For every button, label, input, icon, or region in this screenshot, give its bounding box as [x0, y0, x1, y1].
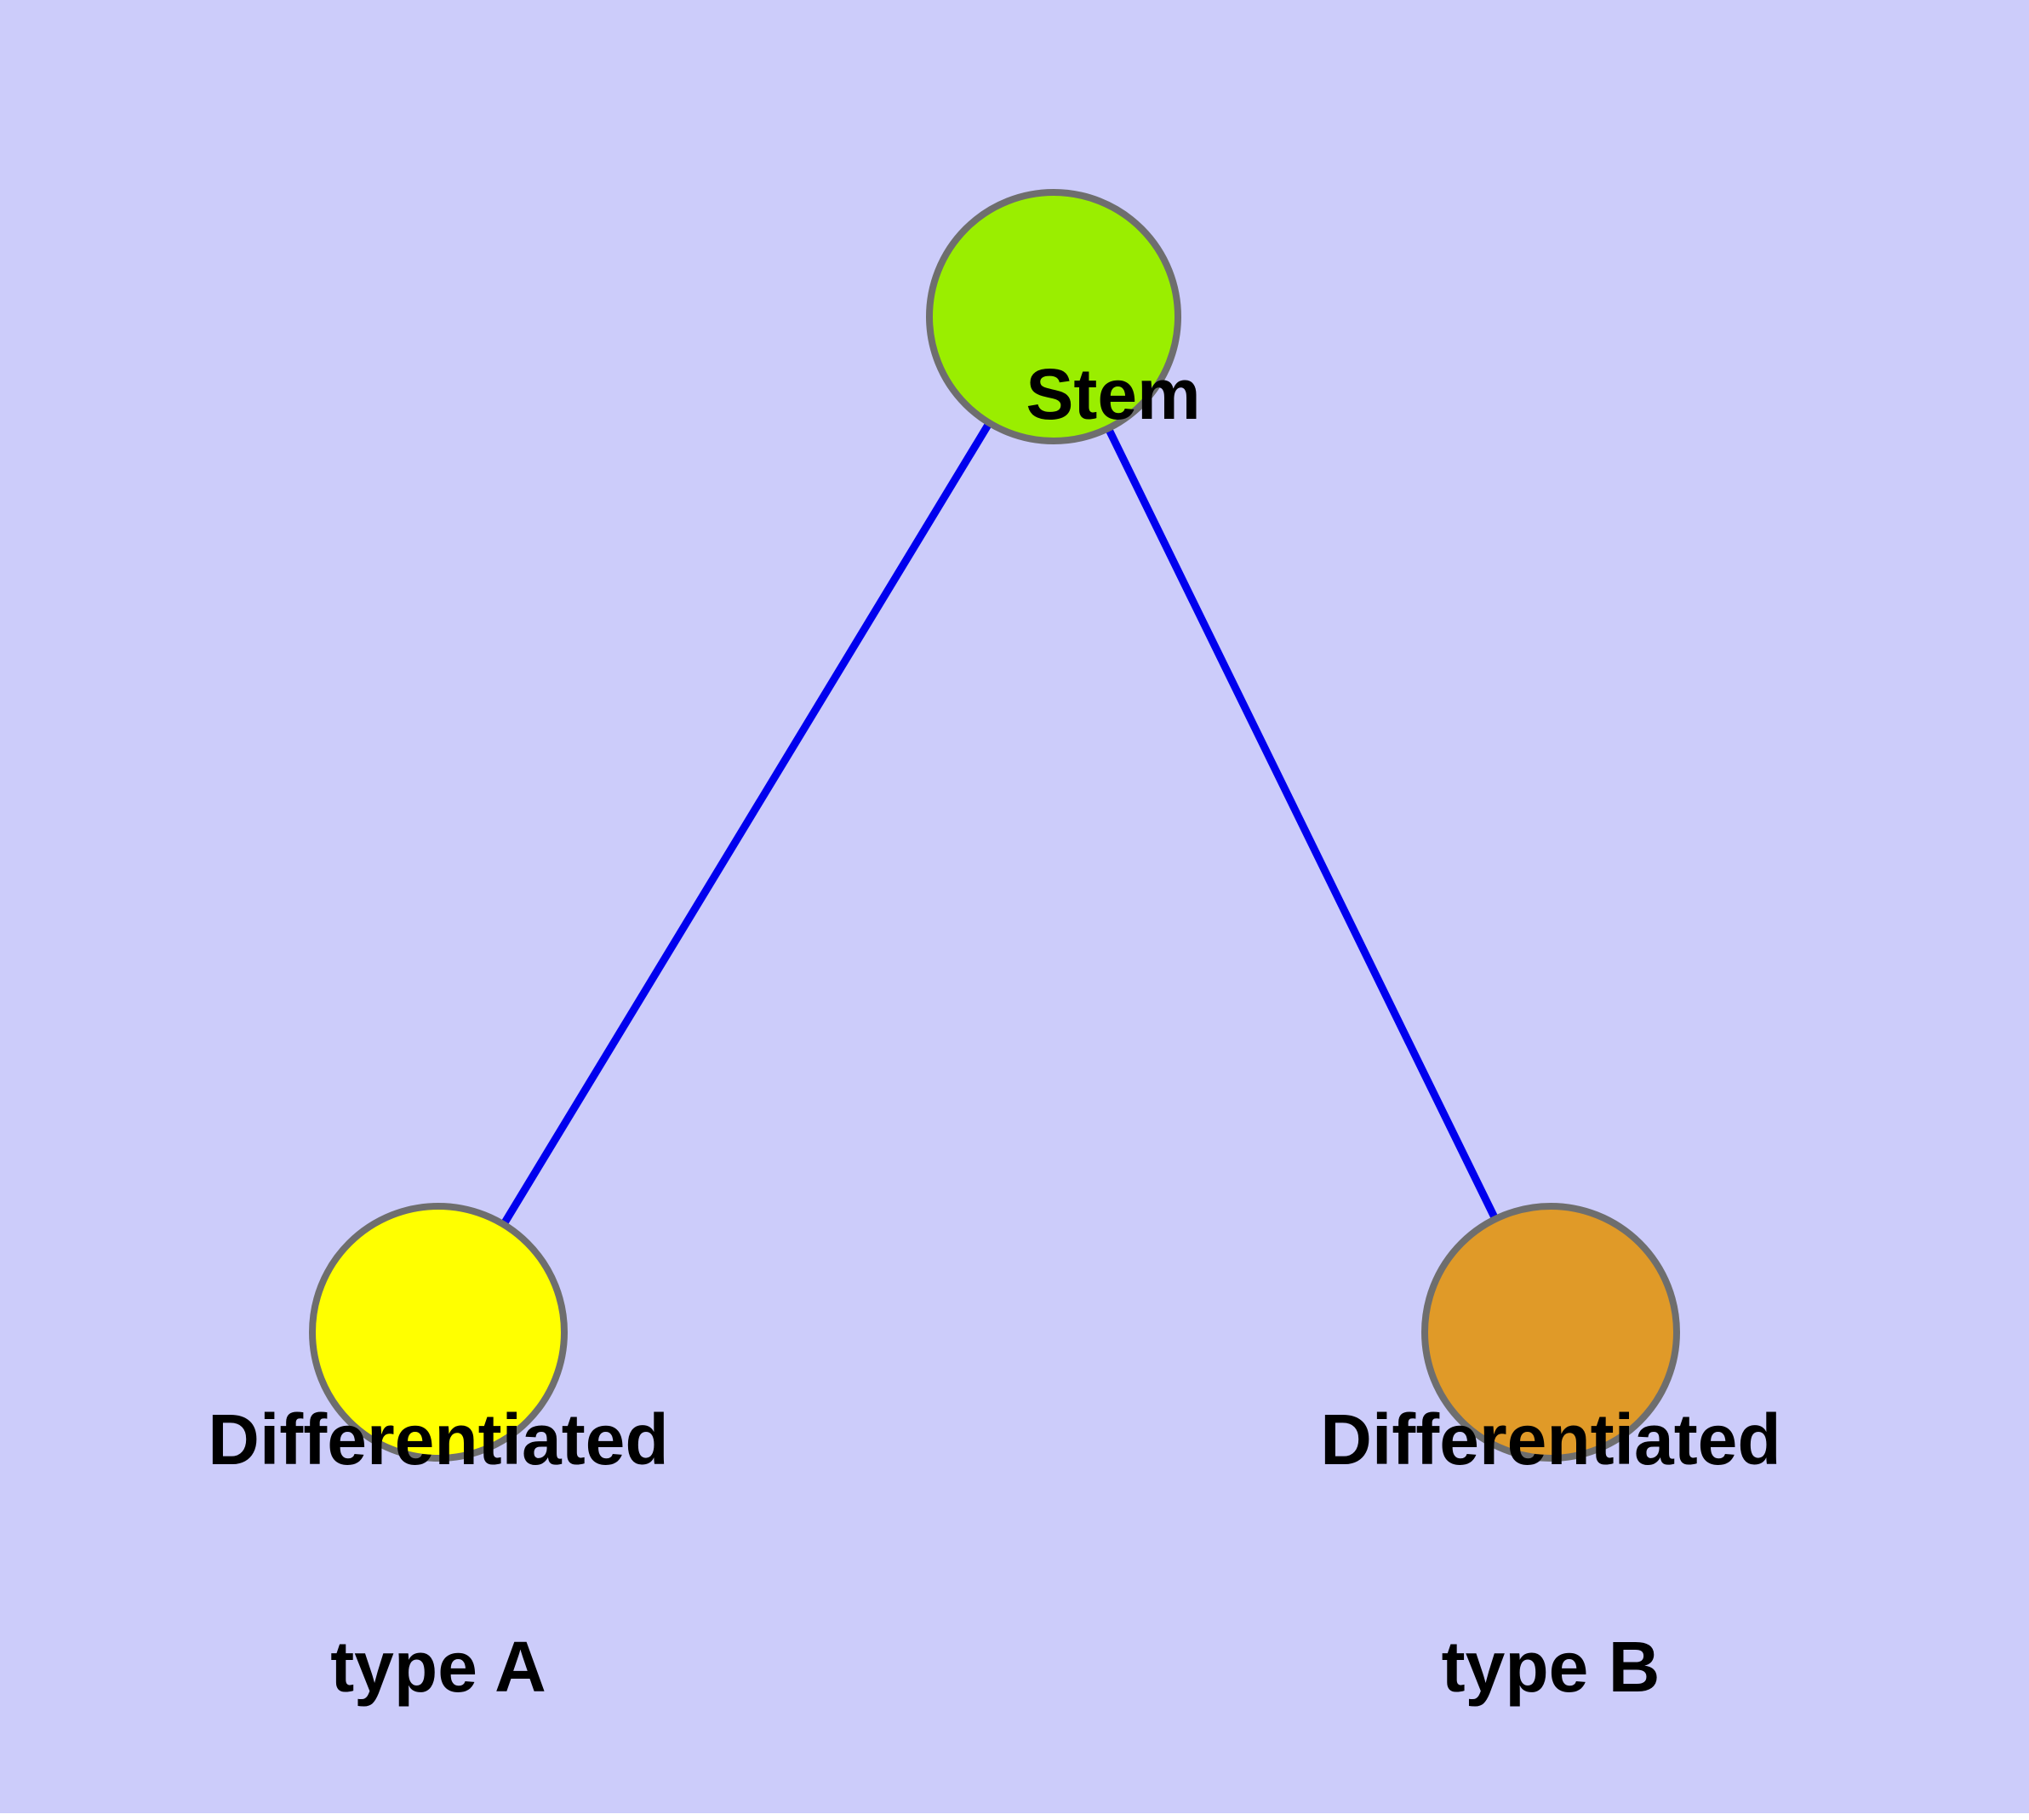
edge-stem-to-differentiated-type-a[interactable] [435, 314, 1057, 1335]
node-stem[interactable] [926, 189, 1181, 444]
node-layer [309, 189, 1680, 1462]
node-differentiated-type-a[interactable] [309, 1203, 568, 1462]
edge-layer [435, 314, 1555, 1335]
edge-stem-to-differentiated-type-b[interactable] [1049, 315, 1555, 1334]
node-differentiated-type-b[interactable] [1421, 1203, 1680, 1462]
